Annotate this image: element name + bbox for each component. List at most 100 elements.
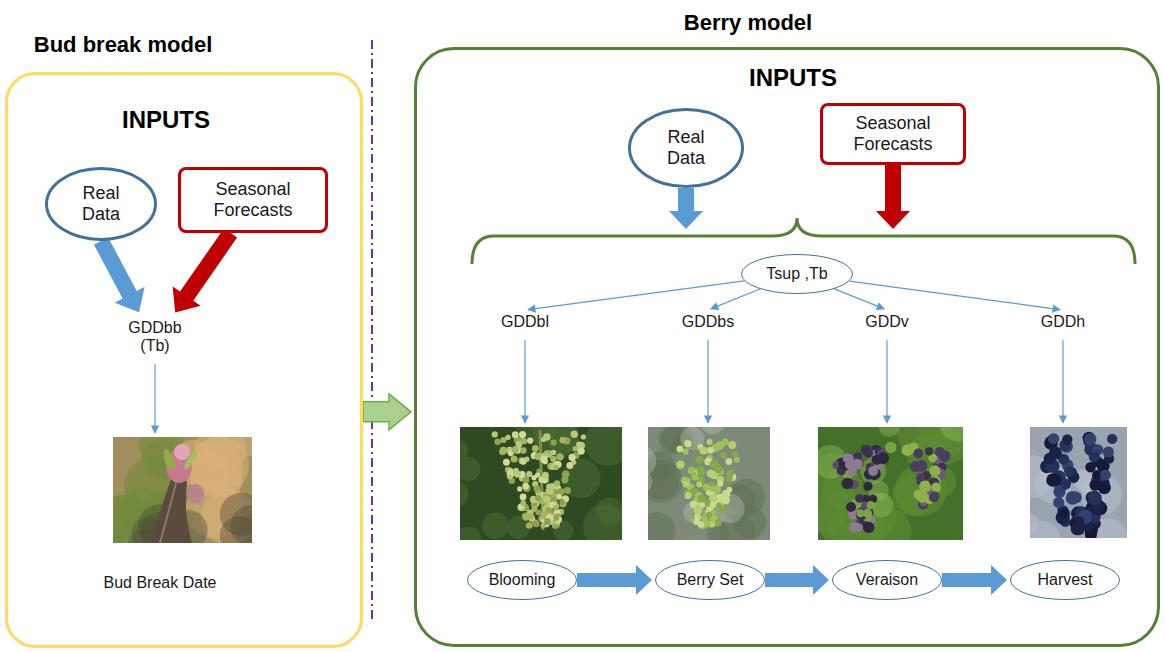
harvest-photo bbox=[1064, 466, 1075, 477]
input-arrow bbox=[669, 188, 703, 229]
blooming-photo bbox=[508, 468, 514, 474]
leader-arrow bbox=[886, 340, 887, 423]
harvest-photo bbox=[1030, 521, 1060, 538]
text-holder: Veraison bbox=[832, 560, 942, 600]
veraison-photo bbox=[929, 492, 939, 502]
harvest-photo bbox=[1044, 453, 1056, 465]
veraison-photo bbox=[919, 480, 931, 492]
blooming-photo bbox=[546, 484, 552, 490]
harvest-photo bbox=[1071, 523, 1084, 536]
blooming-photo bbox=[520, 494, 527, 501]
harvest-photo bbox=[1089, 452, 1100, 463]
berry-set-photo bbox=[707, 469, 715, 477]
blooming-photo bbox=[533, 485, 540, 492]
veraison-photo bbox=[925, 447, 933, 455]
harvest-photo bbox=[1084, 433, 1096, 445]
input-arrow bbox=[94, 237, 145, 312]
node-text: Veraison bbox=[856, 571, 918, 589]
ellipse-outline bbox=[656, 561, 765, 600]
inputs-label: INPUTS bbox=[122, 106, 210, 134]
node-text: Seasonal Forecasts bbox=[833, 113, 953, 154]
veraison-photo bbox=[868, 466, 878, 476]
veraison-photo bbox=[939, 427, 963, 442]
veraison-photo bbox=[818, 427, 963, 540]
blooming-photo bbox=[494, 438, 501, 445]
berry-set-photo bbox=[720, 452, 727, 459]
stage-arrow bbox=[942, 565, 1007, 595]
stage-arrow bbox=[765, 565, 829, 595]
harvest-photo bbox=[1048, 433, 1059, 444]
node-text: Bud Break Date bbox=[104, 574, 217, 592]
blooming-photo bbox=[460, 427, 622, 540]
node-text: GDDv bbox=[865, 313, 909, 331]
text-holder: Berry Set bbox=[655, 560, 765, 600]
berry-set-photo bbox=[717, 481, 723, 487]
berry-set-photo bbox=[725, 458, 732, 465]
bud-photo bbox=[113, 437, 252, 543]
veraison-photo bbox=[917, 491, 929, 503]
berry-set-photo bbox=[683, 480, 690, 487]
veraison-photo bbox=[885, 442, 896, 453]
berry-set-photo bbox=[728, 441, 736, 449]
separator-line bbox=[371, 40, 373, 622]
blooming-photo bbox=[524, 457, 529, 462]
berry-set-photo bbox=[694, 506, 702, 514]
blooming-photo bbox=[520, 447, 527, 454]
bud-photo bbox=[188, 484, 204, 504]
input-arrow bbox=[173, 228, 237, 312]
gdd-label: GDDbl bbox=[495, 310, 555, 334]
harvest-photo bbox=[1049, 473, 1062, 486]
node-text: Seasonal Forecasts bbox=[193, 179, 313, 220]
blooming-photo bbox=[595, 497, 622, 525]
berry-set-photo bbox=[696, 481, 702, 487]
berry-set-photo bbox=[698, 494, 706, 502]
blooming-photo bbox=[535, 509, 541, 515]
blooming-photo bbox=[492, 431, 498, 437]
blooming-photo bbox=[533, 520, 540, 527]
harvest-photo bbox=[1062, 434, 1072, 444]
blooming-photo bbox=[507, 474, 512, 479]
harvest-photo bbox=[1060, 479, 1071, 490]
gdd-label: GDDv bbox=[857, 310, 917, 334]
leader-arrow bbox=[707, 340, 708, 423]
berry-set-photo bbox=[684, 440, 691, 447]
text-holder: GDDbs bbox=[678, 310, 738, 334]
blooming-photo bbox=[511, 456, 518, 463]
node-text: Harvest bbox=[1037, 571, 1092, 589]
berry-set-photo bbox=[709, 494, 716, 501]
input-box: Seasonal Forecasts bbox=[178, 167, 328, 233]
blooming-photo bbox=[500, 447, 508, 455]
text-holder: Blooming bbox=[467, 560, 577, 600]
panel-heading: Bud break model bbox=[34, 32, 212, 57]
panel-heading: Berry model bbox=[684, 10, 812, 35]
harvest-photo bbox=[1100, 470, 1111, 481]
berry-set-photo bbox=[732, 451, 739, 458]
berry-set-photo bbox=[726, 487, 732, 493]
veraison-photo bbox=[863, 522, 874, 533]
blooming-photo bbox=[561, 459, 600, 498]
blooming-photo bbox=[564, 487, 571, 494]
blooming-photo bbox=[553, 489, 558, 494]
blooming-photo bbox=[572, 446, 578, 452]
blooming-photo bbox=[568, 454, 575, 461]
berry-set-photo bbox=[648, 446, 656, 477]
text-holder: GDDv bbox=[857, 310, 917, 334]
veraison-photo bbox=[913, 449, 923, 459]
gdd-label: GDDbb (Tb) bbox=[122, 315, 188, 359]
veraison-photo bbox=[818, 492, 871, 540]
node-text: Berry Set bbox=[677, 571, 744, 589]
blooming-photo bbox=[527, 522, 533, 528]
blooming-photo bbox=[535, 472, 540, 477]
berry-set-photo bbox=[726, 475, 733, 482]
blooming-photo bbox=[559, 437, 566, 444]
berry-set-photo bbox=[695, 456, 703, 464]
ellipse-outline bbox=[468, 561, 577, 600]
harvest-photo bbox=[1107, 434, 1117, 444]
blooming-photo bbox=[540, 456, 547, 463]
harvest-photo bbox=[1103, 446, 1114, 457]
stage-ellipse: Berry Set bbox=[655, 560, 765, 600]
text-holder: Seasonal Forecasts bbox=[823, 106, 963, 162]
inputs-label: INPUTS bbox=[749, 64, 837, 92]
harvest-photo bbox=[1089, 479, 1100, 490]
gdd-label: GDDbs bbox=[678, 310, 738, 334]
